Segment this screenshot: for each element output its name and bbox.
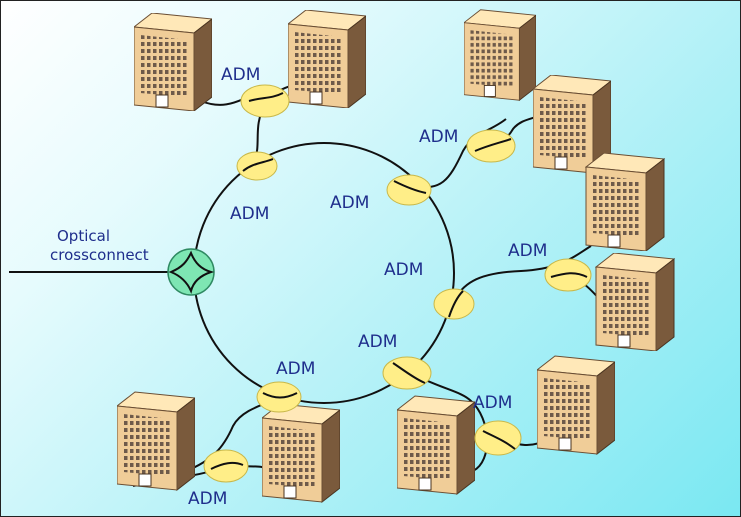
adm-label-upper-right-ring: ADM [330, 193, 369, 213]
fiber-link-right [452, 245, 592, 302]
adm-nodes [203, 84, 592, 483]
adm-label-lower-right-ring: ADM [358, 332, 397, 352]
adm-label-lower-left-ring: ADM [276, 359, 315, 379]
adm-label-top-ring: ADM [230, 204, 269, 224]
adm-label-right-outer: ADM [508, 241, 547, 261]
oxc-switch-icon [168, 250, 215, 295]
oxc-label-line2: crossconnect [50, 246, 149, 264]
building-top-right-1 [464, 9, 536, 101]
adm-node-upper-right-ring [386, 174, 432, 206]
fiber-link-bottom-right [410, 372, 488, 472]
building-bottom-left-1 [117, 391, 195, 491]
labels: ADM ADM ADM ADM ADM ADM ADM ADM ADM ADM … [50, 65, 547, 509]
adm-label-top: ADM [221, 65, 260, 85]
building-right-1 [585, 153, 665, 251]
building-right-2 [595, 253, 675, 351]
fiber-link-top-right [412, 118, 507, 189]
adm-node-top-outer [240, 84, 290, 118]
adm-label-upper-right-outer: ADM [419, 127, 458, 147]
oxc-label-line1: Optical [57, 227, 110, 245]
building-top-left-1 [134, 13, 212, 111]
adm-node-right-outer [544, 258, 592, 292]
adm-node-lower-left-outer [203, 449, 249, 483]
adm-label-lower-right-outer: ADM [473, 393, 512, 413]
building-bottom-left-2 [262, 403, 340, 503]
optical-crossconnect [167, 248, 215, 296]
adm-label-right-ring: ADM [384, 260, 423, 280]
adm-node-top-ring [236, 151, 278, 181]
adm-label-lower-left-outer: ADM [188, 489, 227, 509]
building-bottom-right-2 [397, 395, 475, 495]
building-top-left-2 [288, 10, 366, 108]
building-bottom-right-1 [537, 355, 615, 455]
